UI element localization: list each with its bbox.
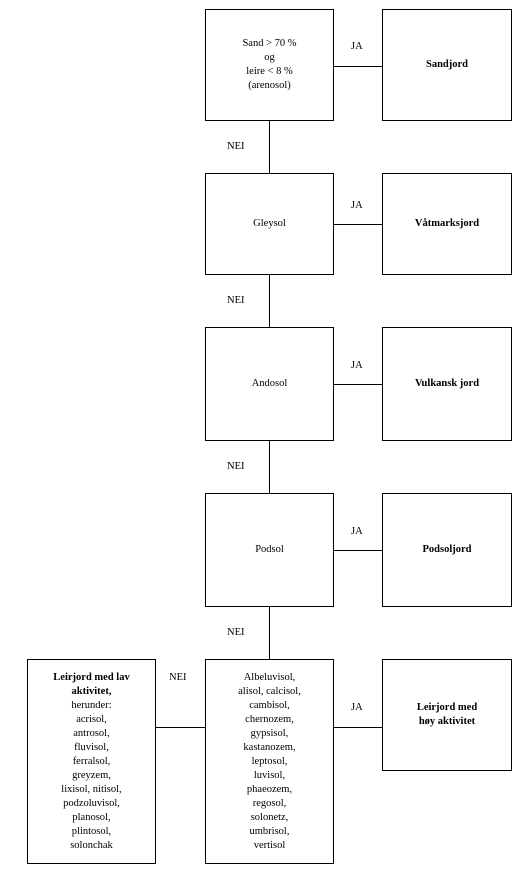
outcome-lav-list-line: acrisol, <box>76 713 107 725</box>
outcome-vatmarksjord: Våtmarksjord <box>382 173 512 275</box>
decision-last-line: kastanozem, <box>243 741 296 753</box>
nei-label: NEI <box>227 141 245 152</box>
nei-label: NEI <box>227 627 245 638</box>
nei-label: NEI <box>227 295 245 306</box>
decision-last-line: regosol, <box>252 797 287 809</box>
connector-gleysol-vatmark <box>334 224 382 225</box>
connector-podsol-last <box>269 607 270 659</box>
outcome-sandjord-text: Sandjord <box>425 59 468 70</box>
decision-andosol: Andosol <box>205 327 334 441</box>
decision-gleysol-text: Gleysol <box>253 218 286 229</box>
outcome-lav-list-line: greyzem, <box>72 769 111 781</box>
decision-last-line: chernozem, <box>245 713 294 725</box>
decision-last-line: alisol, calcisol, <box>238 685 301 697</box>
outcome-lav-list-line: plintosol, <box>71 825 112 837</box>
decision-last-line: phaeozem, <box>246 783 293 795</box>
decision-podsol-text: Podsol <box>255 544 284 555</box>
ja-label: JA <box>351 200 363 211</box>
outcome-lav-title-line: aktivitet, <box>71 685 112 697</box>
outcome-lav-list-line: fluvisol, <box>74 741 109 753</box>
ja-label: JA <box>351 702 363 713</box>
outcome-lav-title-line: Leirjord med lav <box>53 671 130 683</box>
outcome-sandjord: Sandjord <box>382 9 512 121</box>
nei-label: NEI <box>227 461 245 472</box>
outcome-hoy-aktivitet: Leirjord med høy aktivitet <box>382 659 512 771</box>
outcome-hoy-line: Leirjord med <box>416 702 478 713</box>
connector-andosol-vulkansk <box>334 384 382 385</box>
decision-gleysol: Gleysol <box>205 173 334 275</box>
decision-andosol-text: Andosol <box>251 378 288 389</box>
connector-last-hoy <box>334 727 382 728</box>
connector-andosol-podsol <box>269 441 270 493</box>
decision-last-line: luvisol, <box>253 769 286 781</box>
outcome-lav-list-line: antrosol, <box>73 727 110 739</box>
connector-sand-gleysol <box>269 121 270 173</box>
ja-label: JA <box>351 526 363 537</box>
outcome-vulkansk-jord: Vulkansk jord <box>382 327 512 441</box>
ja-label: JA <box>351 360 363 371</box>
connector-last-lav <box>156 727 205 728</box>
outcome-lav-aktivitet: Leirjord med lav aktivitet, herunder: ac… <box>27 659 156 864</box>
connector-gleysol-andosol <box>269 275 270 327</box>
decision-last-line: solonetz, <box>250 811 289 823</box>
outcome-lav-list-line: solonchak <box>70 839 113 851</box>
connector-sand-sandjord <box>334 66 382 67</box>
decision-last: Albeluvisol, alisol, calcisol, cambisol,… <box>205 659 334 864</box>
decision-sand-line: leire < 8 % <box>246 66 293 77</box>
decision-podsol: Podsol <box>205 493 334 607</box>
outcome-lav-list-line: planosol, <box>72 811 111 823</box>
outcome-podsoljord-text: Podsoljord <box>422 544 472 555</box>
ja-label: JA <box>351 41 363 52</box>
outcome-vulkansk-jord-text: Vulkansk jord <box>414 378 480 389</box>
decision-last-line: leptosol, <box>251 755 288 767</box>
outcome-lav-list-line: podzoluvisol, <box>63 797 120 809</box>
outcome-lav-list-line: herunder: <box>71 699 112 711</box>
decision-last-line: umbrisol, <box>249 825 290 837</box>
decision-sand: Sand > 70 % og leire < 8 % (arenosol) <box>205 9 334 121</box>
nei-label: NEI <box>169 672 187 683</box>
outcome-hoy-line: høy aktivitet <box>418 716 476 727</box>
connector-podsol-podsoljord <box>334 550 382 551</box>
decision-last-line: cambisol, <box>249 699 290 711</box>
outcome-lav-list-line: lixisol, nitisol, <box>61 783 122 795</box>
decision-sand-line: Sand > 70 % <box>242 38 297 49</box>
decision-sand-line: (arenosol) <box>248 80 291 91</box>
decision-last-line: gypsisol, <box>250 727 289 739</box>
decision-last-line: vertisol <box>253 839 286 851</box>
outcome-podsoljord: Podsoljord <box>382 493 512 607</box>
outcome-lav-list-line: ferralsol, <box>72 755 111 767</box>
decision-sand-line: og <box>264 52 275 63</box>
decision-last-line: Albeluvisol, <box>243 671 296 683</box>
outcome-vatmarksjord-text: Våtmarksjord <box>414 218 480 229</box>
